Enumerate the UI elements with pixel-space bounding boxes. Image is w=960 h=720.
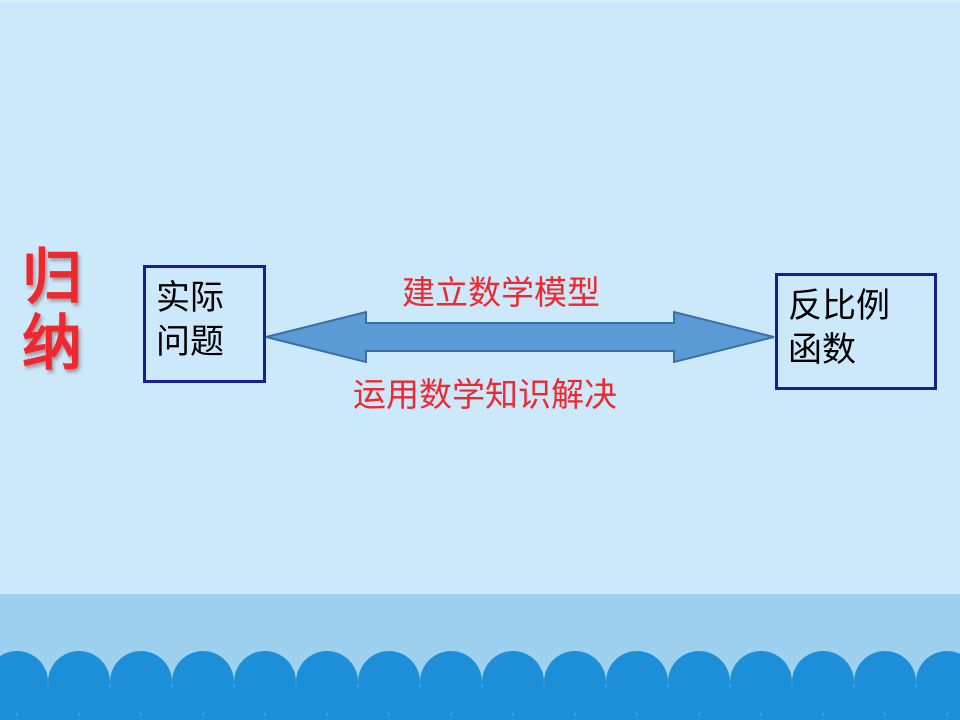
wave-arc bbox=[823, 687, 885, 720]
wave-arc bbox=[575, 687, 637, 720]
wave-arc bbox=[265, 687, 327, 720]
inverse-function-line1: 反比例 bbox=[788, 286, 890, 326]
apply-knowledge-label: 运用数学知识解决 bbox=[353, 375, 617, 414]
wave-arc bbox=[0, 690, 17, 720]
wave-arc bbox=[761, 687, 823, 720]
wave-arc bbox=[203, 687, 265, 720]
side-label-line2: 纳 bbox=[22, 309, 82, 379]
top-divider bbox=[0, 0, 960, 2]
double-arrow-icon bbox=[265, 310, 775, 364]
wave-arc bbox=[141, 687, 203, 720]
wave-arc bbox=[699, 687, 761, 720]
wave-arc bbox=[637, 687, 699, 720]
double-arrow-shape bbox=[265, 310, 775, 364]
build-model-label: 建立数学模型 bbox=[402, 273, 600, 312]
wave-row-front bbox=[0, 687, 960, 720]
practical-problem-line1: 实际 bbox=[156, 278, 224, 318]
practical-problem-box: 实际 问题 bbox=[143, 265, 266, 383]
side-label-line1: 归 bbox=[22, 243, 82, 313]
wave-arc bbox=[79, 687, 141, 720]
wave-arc bbox=[17, 687, 79, 720]
wave-arc bbox=[451, 687, 513, 720]
inverse-function-box: 反比例 函数 bbox=[775, 273, 937, 390]
wave-arc bbox=[513, 687, 575, 720]
wave-arc bbox=[389, 687, 451, 720]
side-label: 归 纳 bbox=[22, 245, 122, 377]
practical-problem-line2: 问题 bbox=[156, 322, 224, 362]
wave-arc bbox=[327, 687, 389, 720]
wave-decoration bbox=[0, 651, 960, 720]
wave-arc bbox=[947, 692, 960, 720]
inverse-function-line2: 函数 bbox=[788, 330, 856, 370]
wave-arc bbox=[885, 687, 947, 720]
